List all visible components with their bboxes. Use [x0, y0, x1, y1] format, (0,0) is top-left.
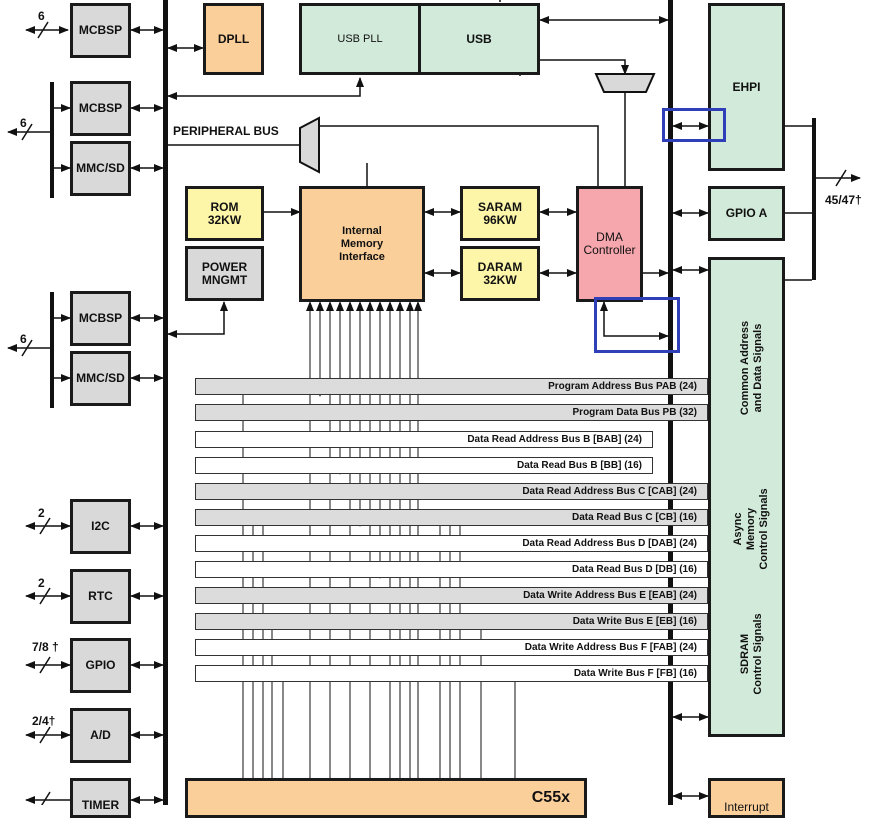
- gpio-block: GPIO: [70, 638, 131, 693]
- ext-bus-width-label: 45/47†: [825, 193, 862, 207]
- bus-bb: Data Read Bus B [BB] (16): [195, 457, 653, 474]
- bus-pab: Program Address Bus PAB (24): [195, 378, 708, 395]
- usb-pll-block: USB PLL: [299, 3, 421, 75]
- bus-eab: Data Write Address Bus E [EAB] (24): [195, 587, 708, 604]
- interrupt-block: Interrupt: [708, 778, 785, 818]
- mcbsp-3-width-label: 6: [20, 332, 27, 346]
- sdram-label: SDRAM Control Signals: [739, 613, 764, 695]
- async-memory-label: Async Memory Control Signals: [732, 488, 770, 570]
- emif-block: [708, 257, 785, 737]
- mcbsp-block-3: MCBSP: [70, 291, 131, 346]
- mcbsp-block-1: MCBSP: [70, 3, 131, 58]
- bus-db: Data Read Bus D [DB] (16): [195, 561, 708, 578]
- mcbsp-1-width-label: 6: [38, 9, 45, 23]
- bus-fab: Data Write Address Bus F [FAB] (24): [195, 639, 708, 656]
- daram-block: DARAM 32KW: [460, 246, 540, 301]
- rtc-block: RTC: [70, 569, 131, 624]
- usb-block: USB: [418, 3, 540, 75]
- gpio-width-label: 7/8 †: [32, 640, 59, 654]
- dma-controller-block: DMA Controller: [576, 186, 643, 302]
- bus-eb: Data Write Bus E [EB] (16): [195, 613, 708, 630]
- dpll-block: DPLL: [203, 3, 264, 75]
- internal-memory-interface-block: Internal Memory Interface: [299, 186, 425, 302]
- highlight-box-dma: [594, 297, 680, 353]
- rom-block: ROM 32KW: [185, 186, 264, 241]
- common-address-label: Common Address and Data Signals: [739, 320, 764, 416]
- ad-block: A/D: [70, 708, 131, 763]
- mcbsp-2-width-label: 6: [20, 116, 27, 130]
- i2c-block: I2C: [70, 499, 131, 554]
- bus-dab: Data Read Address Bus D [DAB] (24): [195, 535, 708, 552]
- bus-cab: Data Read Address Bus C [CAB] (24): [195, 483, 708, 500]
- gpio-a-block: GPIO A: [708, 186, 785, 241]
- bus-bab: Data Read Address Bus B [BAB] (24): [195, 431, 653, 448]
- c55x-block: C55x: [185, 778, 587, 818]
- power-mngmt-block: POWER MNGMT: [185, 246, 264, 301]
- bus-fb: Data Write Bus F [FB] (16): [195, 665, 708, 682]
- timer-block: TIMER: [70, 778, 131, 818]
- bus-pb: Program Data Bus PB (32): [195, 404, 708, 421]
- bus-cb: Data Read Bus C [CB] (16): [195, 509, 708, 526]
- mmcsd-block-1: MMC/SD: [70, 141, 131, 196]
- highlight-box-ehpi: [662, 108, 726, 142]
- rtc-width-label: 2: [38, 576, 45, 590]
- saram-block: SARAM 96KW: [460, 186, 540, 241]
- i2c-width-label: 2: [38, 506, 45, 520]
- ad-width-label: 2/4†: [32, 714, 56, 728]
- peripheral-bus-label: PERIPHERAL BUS: [173, 124, 279, 138]
- mmcsd-block-2: MMC/SD: [70, 351, 131, 406]
- ehpi-block: EHPI: [708, 3, 785, 171]
- mcbsp-block-2: MCBSP: [70, 81, 131, 136]
